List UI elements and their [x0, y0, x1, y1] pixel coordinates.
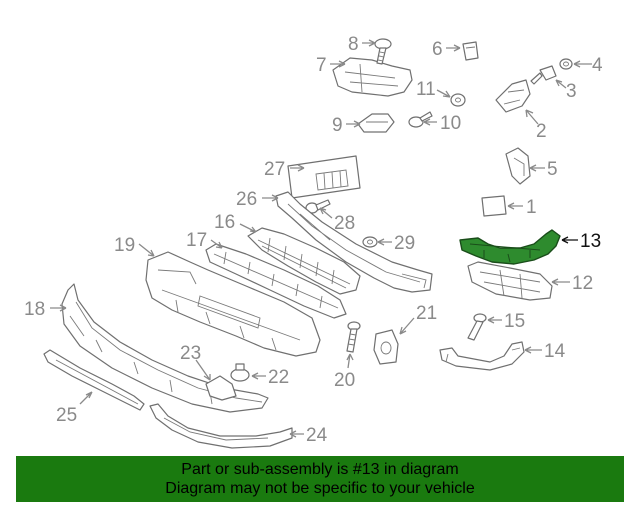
callout-1: 1 — [526, 197, 537, 218]
part-2-bracket — [495, 79, 531, 113]
part-20-bolt — [346, 321, 361, 353]
leader-20 — [346, 353, 354, 369]
part-8-bolt — [374, 38, 392, 65]
leader-29 — [377, 238, 392, 246]
callout-2: 2 — [536, 121, 547, 142]
part-6-clip — [462, 41, 479, 61]
part-29-bolt — [362, 236, 378, 248]
leader-21 — [399, 317, 415, 335]
part-15-bolt — [467, 313, 487, 341]
leader-22 — [251, 372, 266, 380]
callout-19: 19 — [114, 235, 135, 256]
part-18-bumper-cover — [61, 283, 269, 413]
leader-14 — [524, 346, 542, 354]
callout-27: 27 — [264, 159, 285, 180]
part-27-emblem — [287, 155, 361, 199]
part-10-bolt — [408, 111, 433, 128]
leader-11 — [436, 89, 451, 98]
part-info-banner: Part or sub-assembly is #13 in diagram D… — [16, 456, 624, 502]
part-13-highlighted-bracket — [459, 229, 561, 265]
part-24-lower-trim — [149, 403, 293, 449]
part-11-washer — [450, 93, 466, 107]
callout-21: 21 — [416, 303, 437, 324]
callout-26: 26 — [236, 189, 257, 210]
part-17-grille-strip — [205, 243, 347, 319]
leader-7 — [330, 60, 346, 68]
callout-3: 3 — [566, 81, 577, 102]
callout-11: 11 — [416, 79, 436, 100]
callout-17: 17 — [186, 230, 207, 251]
leader-9 — [346, 120, 361, 128]
callout-8: 8 — [348, 34, 359, 55]
callout-25: 25 — [56, 405, 77, 426]
part-4-nut — [559, 58, 573, 70]
part-14-strip — [439, 341, 525, 371]
leader-2 — [525, 109, 539, 125]
banner-line-part: Part or sub-assembly is #13 in diagram — [181, 461, 459, 478]
leader-6 — [446, 44, 461, 52]
part-12-bezel — [467, 261, 553, 301]
leader-16 — [239, 223, 257, 233]
leader-28 — [319, 207, 333, 219]
callout-18: 18 — [24, 299, 45, 320]
callout-5: 5 — [547, 159, 558, 180]
part-19-undertray — [145, 251, 321, 357]
leader-25 — [79, 391, 93, 405]
callout-28: 28 — [334, 213, 355, 234]
callout-22: 22 — [268, 367, 289, 388]
leader-8 — [362, 39, 376, 47]
part-5-bracket — [505, 147, 531, 185]
callout-13: 13 — [580, 231, 601, 252]
leader-24 — [289, 430, 304, 438]
callout-20: 20 — [334, 370, 355, 391]
callout-15: 15 — [504, 311, 525, 332]
leader-12 — [551, 278, 570, 286]
leader-13 — [561, 236, 578, 244]
callout-9: 9 — [332, 115, 343, 136]
leader-1 — [507, 202, 523, 210]
leader-15 — [487, 316, 502, 324]
callout-14: 14 — [544, 341, 566, 362]
part-21-bracket — [373, 329, 399, 365]
leader-27 — [290, 164, 305, 172]
part-3-bolt — [530, 65, 557, 85]
callout-10: 10 — [440, 113, 461, 134]
part-9-bracket — [357, 113, 395, 133]
part-1-plate — [481, 195, 507, 217]
leader-26 — [262, 194, 279, 202]
leader-3 — [555, 79, 567, 89]
leader-17 — [210, 239, 223, 249]
part-7-bracket — [332, 57, 413, 97]
part-16-grille — [247, 227, 361, 295]
callout-29: 29 — [394, 233, 415, 254]
leader-23 — [195, 359, 211, 381]
callout-6: 6 — [432, 39, 443, 60]
part-22-nut — [230, 363, 250, 382]
leader-5 — [529, 164, 545, 172]
callout-4: 4 — [592, 55, 603, 76]
leader-18 — [50, 304, 67, 312]
callout-12: 12 — [572, 273, 593, 294]
part-23-cover — [205, 375, 237, 401]
callout-16: 16 — [214, 212, 235, 233]
part-26-upper-bracket — [275, 191, 433, 293]
callout-24: 24 — [306, 425, 328, 446]
part-25-side-strip — [43, 349, 145, 411]
callout-23: 23 — [180, 343, 201, 364]
leader-19 — [138, 243, 155, 257]
banner-line-disclaimer: Diagram may not be specific to your vehi… — [165, 480, 475, 497]
part-28-bolt — [305, 199, 331, 214]
callout-7: 7 — [316, 55, 327, 76]
leader-10 — [423, 118, 437, 126]
leader-4 — [573, 60, 592, 68]
